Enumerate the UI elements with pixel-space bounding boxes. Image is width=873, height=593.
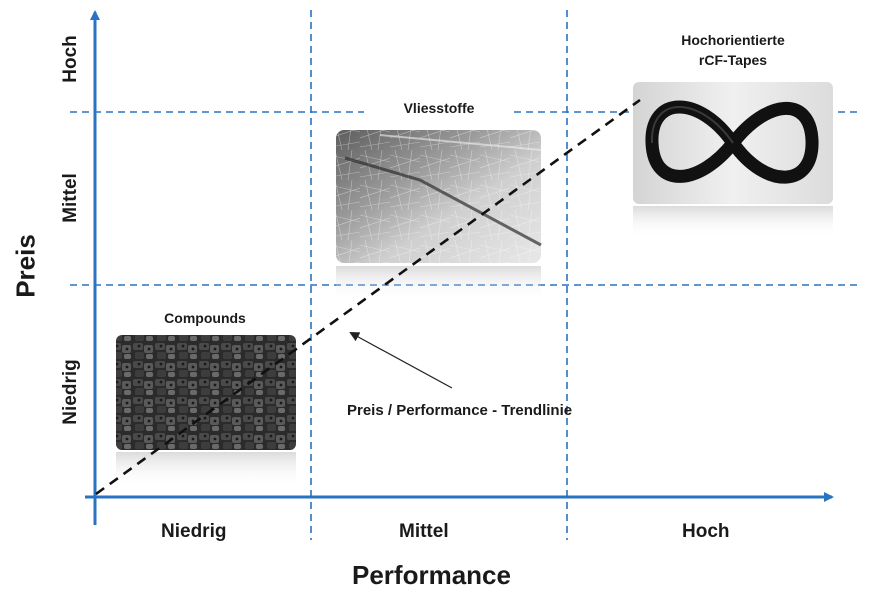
caption-vliesstoffe: Vliesstoffe [364, 98, 514, 118]
trend-line [95, 98, 641, 496]
trendline-label: Preis / Performance - Trendlinie [347, 402, 573, 419]
x-level-niedrig: Niedrig [161, 521, 227, 542]
compounds-image [116, 335, 296, 487]
vliesstoffe-image [336, 130, 542, 301]
trend-annotation-arrow [349, 332, 453, 389]
caption-tapes: Hochorientierte rCF-Tapes [648, 30, 818, 70]
x-level-mittel: Mittel [399, 521, 449, 542]
tapes-image [633, 82, 833, 238]
caption-tapes-line2: rCF-Tapes [698, 52, 768, 68]
y-level-niedrig: Niedrig [60, 359, 81, 425]
x-level-hoch: Hoch [682, 521, 730, 542]
y-level-hoch: Hoch [60, 35, 81, 83]
caption-compounds: Compounds [164, 310, 246, 326]
caption-tapes-line1: Hochorientierte [681, 32, 785, 48]
x-axis-title: Performance [352, 560, 511, 590]
y-axis-title: Preis [10, 234, 41, 298]
y-level-mittel: Mittel [60, 173, 81, 223]
